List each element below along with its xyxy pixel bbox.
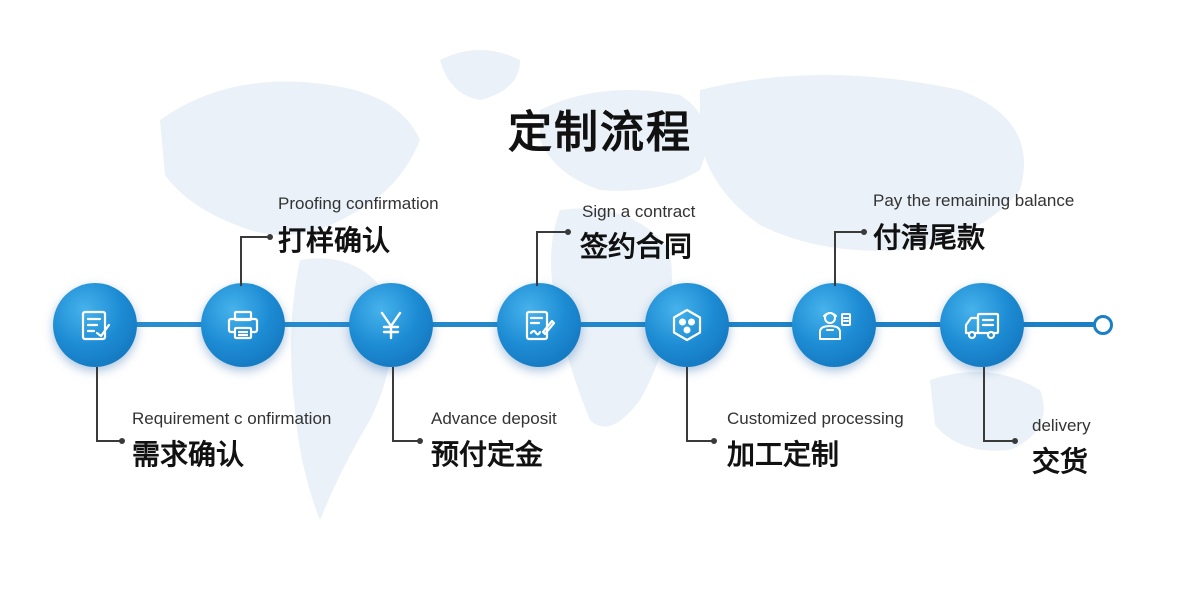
step-6-chinese-label: 付清尾款 [873, 221, 986, 254]
printer-icon [227, 310, 259, 340]
step-2-english-label: Proofing confirmation [278, 194, 439, 213]
step-2-connector [240, 236, 242, 286]
timeline-line [96, 322, 1102, 327]
page-title: 定制流程 [508, 107, 692, 158]
step-4-circle [497, 283, 581, 367]
step-3-circle [349, 283, 433, 367]
step-3-connector [392, 367, 394, 441]
document-check-icon [81, 310, 111, 341]
delivery-truck-icon [964, 312, 1000, 340]
yen-icon [380, 311, 402, 340]
step-5-chinese-label: 加工定制 [727, 438, 840, 471]
step-4-english-label: Sign a contract [582, 202, 696, 221]
step-2-chinese-label: 打样确认 [278, 224, 391, 257]
step-1-chinese-label: 需求确认 [132, 438, 245, 471]
step-6-english-label: Pay the remaining balance [873, 191, 1075, 210]
step-7-connector [983, 367, 985, 441]
step-1-circle [53, 283, 137, 367]
processing-hexagon-icon [672, 308, 702, 342]
timeline-end-dot [1093, 315, 1113, 335]
step-5-circle [645, 283, 729, 367]
step-5-connector [686, 367, 688, 441]
step-3-english-label: Advance deposit [431, 409, 557, 428]
step-3-chinese-label: 预付定金 [431, 438, 544, 471]
step-7-circle [940, 283, 1024, 367]
step-1-connector [96, 367, 98, 441]
payment-worker-icon [819, 312, 851, 340]
step-2-circle [201, 283, 285, 367]
step-5-english-label: Customized processing [727, 409, 904, 428]
step-1-english-label: Requirement c onfirmation [132, 409, 332, 428]
contract-sign-icon [525, 310, 556, 341]
step-6-connector [834, 231, 836, 286]
step-4-connector [536, 231, 538, 286]
step-7-chinese-label: 交货 [1032, 445, 1089, 478]
step-7-english-label: delivery [1032, 416, 1091, 435]
step-4-chinese-label: 签约合同 [580, 230, 693, 263]
step-6-circle [792, 283, 876, 367]
